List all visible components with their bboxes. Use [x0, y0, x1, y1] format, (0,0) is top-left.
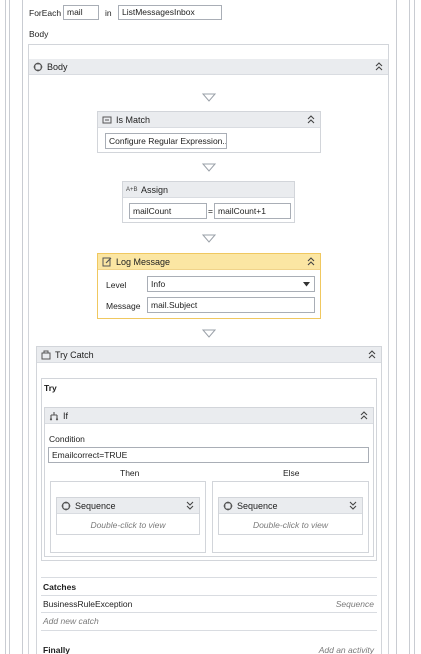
else-sequence[interactable]: Sequence Double-click to view — [218, 497, 363, 535]
sequence-icon — [61, 501, 71, 511]
collapse-icon[interactable] — [374, 61, 384, 72]
collapse-icon[interactable] — [359, 410, 369, 421]
assign-value-input[interactable]: mailCount+1 — [214, 203, 291, 219]
frame-left-content — [22, 0, 23, 654]
expand-icon[interactable] — [185, 500, 195, 511]
drop-arrow-icon — [202, 329, 216, 338]
try-catch-header: Try Catch — [37, 347, 381, 363]
if-header: If — [45, 408, 373, 424]
assign-equals: = — [208, 206, 213, 216]
body-sequence-header[interactable]: Body — [29, 59, 388, 75]
sequence-icon — [33, 62, 43, 72]
add-activity-link[interactable]: Add an activity — [318, 645, 374, 654]
catches-label: Catches — [43, 582, 77, 592]
body-sequence-title: Body — [47, 62, 68, 72]
frame-right-outer — [414, 0, 415, 654]
frame-right-inner — [409, 0, 410, 654]
is-match-activity[interactable]: Is Match Configure Regular Expression... — [97, 111, 321, 153]
assign-icon: A+B — [126, 187, 138, 193]
drop-arrow-icon — [202, 234, 216, 243]
drop-arrow-icon — [202, 163, 216, 172]
catches-header-line — [41, 595, 377, 596]
foreach-collection-input[interactable]: ListMessagesInbox — [118, 5, 222, 20]
log-message-label: Message — [106, 301, 141, 311]
expand-icon[interactable] — [348, 500, 358, 511]
then-sequence[interactable]: Sequence Double-click to view — [56, 497, 200, 535]
else-sequence-title: Sequence — [237, 501, 278, 511]
then-sequence-hint: Double-click to view — [90, 520, 166, 530]
else-sequence-hint: Double-click to view — [252, 520, 329, 530]
log-message-activity[interactable]: Log Message Level Info Message mail.Subj… — [97, 253, 321, 319]
foreach-item-input[interactable]: mail — [63, 5, 99, 20]
frame-left-inner — [9, 0, 10, 654]
sequence-icon — [223, 501, 233, 511]
catch-type[interactable]: Sequence — [335, 599, 374, 609]
catches-separator — [41, 577, 377, 578]
frame-left-outer — [5, 0, 6, 654]
log-level-value: Info — [151, 279, 166, 289]
assign-header: A+B Assign — [123, 182, 294, 198]
log-message-input[interactable]: mail.Subject — [147, 297, 315, 313]
if-title: If — [63, 411, 69, 421]
collapse-icon[interactable] — [306, 256, 316, 267]
log-level-select[interactable]: Info — [147, 276, 315, 292]
is-match-header: Is Match — [98, 112, 320, 128]
log-level-label: Level — [106, 280, 127, 290]
assign-title: Assign — [141, 185, 169, 195]
assign-to-input[interactable]: mailCount — [129, 203, 207, 219]
if-icon — [49, 412, 59, 421]
body-label: Body — [29, 29, 49, 39]
else-sequence-header: Sequence — [219, 498, 362, 514]
catch-exception[interactable]: BusinessRuleException — [43, 599, 133, 609]
try-catch-title: Try Catch — [55, 350, 94, 360]
if-condition-label: Condition — [49, 434, 85, 444]
match-icon — [102, 116, 112, 124]
log-message-header: Log Message — [98, 254, 320, 270]
foreach-in-keyword: in — [105, 8, 112, 18]
try-catch-icon — [41, 350, 51, 360]
collapse-icon[interactable] — [306, 114, 316, 125]
configure-regex-button[interactable]: Configure Regular Expression... — [105, 133, 227, 149]
finally-separator — [41, 630, 377, 631]
catch-row-line — [41, 612, 377, 613]
add-new-catch-link[interactable]: Add new catch — [43, 616, 99, 626]
log-message-title: Log Message — [116, 257, 171, 267]
finally-label: Finally — [43, 645, 70, 654]
if-else-label: Else — [283, 468, 300, 478]
then-sequence-header: Sequence — [57, 498, 199, 514]
collapse-icon[interactable] — [367, 349, 377, 360]
dropdown-arrow-icon[interactable] — [303, 282, 310, 287]
foreach-keyword: ForEach — [29, 8, 62, 18]
drop-arrow-icon — [202, 93, 216, 102]
log-icon — [102, 257, 112, 267]
frame-right-content — [396, 0, 397, 654]
try-label: Try — [44, 383, 57, 393]
if-condition-input[interactable]: Emailcorrect=TRUE — [48, 447, 369, 463]
assign-activity[interactable]: A+B Assign mailCount = mailCount+1 — [122, 181, 295, 223]
is-match-title: Is Match — [116, 115, 151, 125]
then-sequence-title: Sequence — [75, 501, 116, 511]
if-then-label: Then — [120, 468, 140, 478]
